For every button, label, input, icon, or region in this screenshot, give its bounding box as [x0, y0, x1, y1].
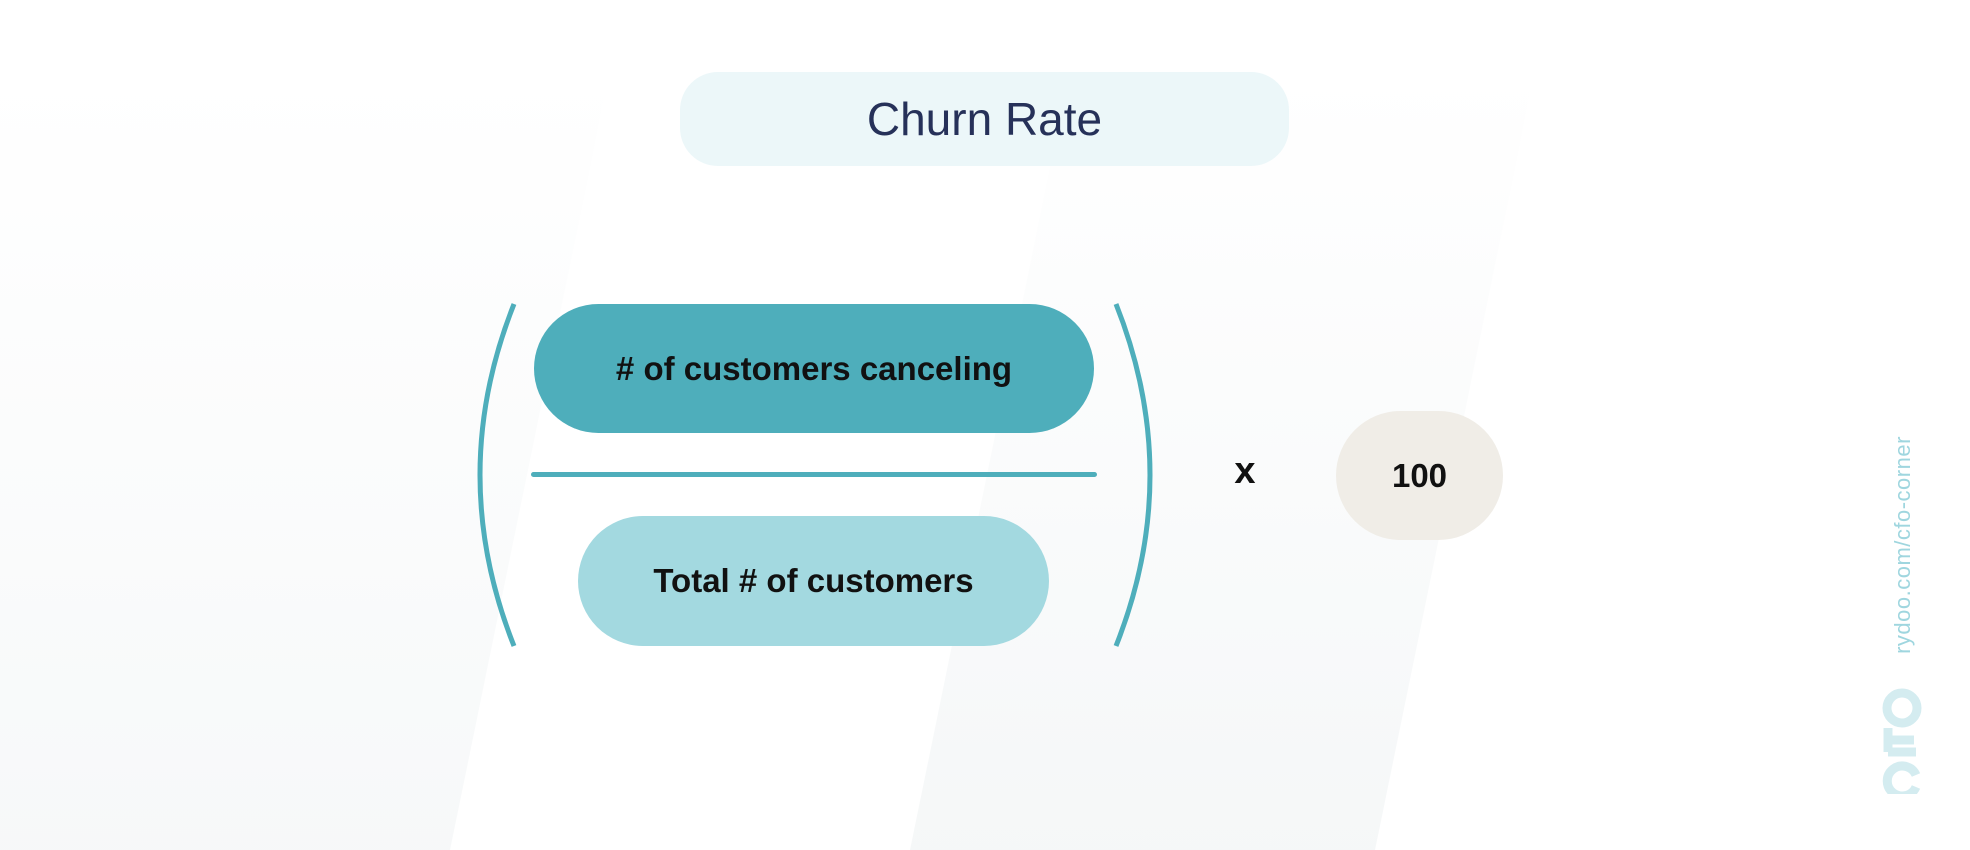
multiplier-pill: 100 [1336, 411, 1503, 540]
numerator-text: # of customers canceling [615, 349, 1013, 387]
left-parenthesis [477, 303, 517, 647]
formula-title: Churn Rate [680, 72, 1289, 166]
right-parenthesis [1113, 303, 1153, 647]
cfo-logo [1882, 688, 1922, 794]
numerator-pill: # of customers canceling [534, 304, 1094, 433]
brand-url: rydoo.com/cfo-corner [1890, 436, 1915, 654]
multiply-operator: x [1234, 450, 1256, 492]
fraction-line [531, 472, 1097, 477]
denominator-text: Total # of customers [653, 562, 974, 599]
title-text: Churn Rate [866, 93, 1103, 145]
multiplier-text: 100 [1391, 456, 1448, 494]
denominator-pill: Total # of customers [578, 516, 1049, 646]
